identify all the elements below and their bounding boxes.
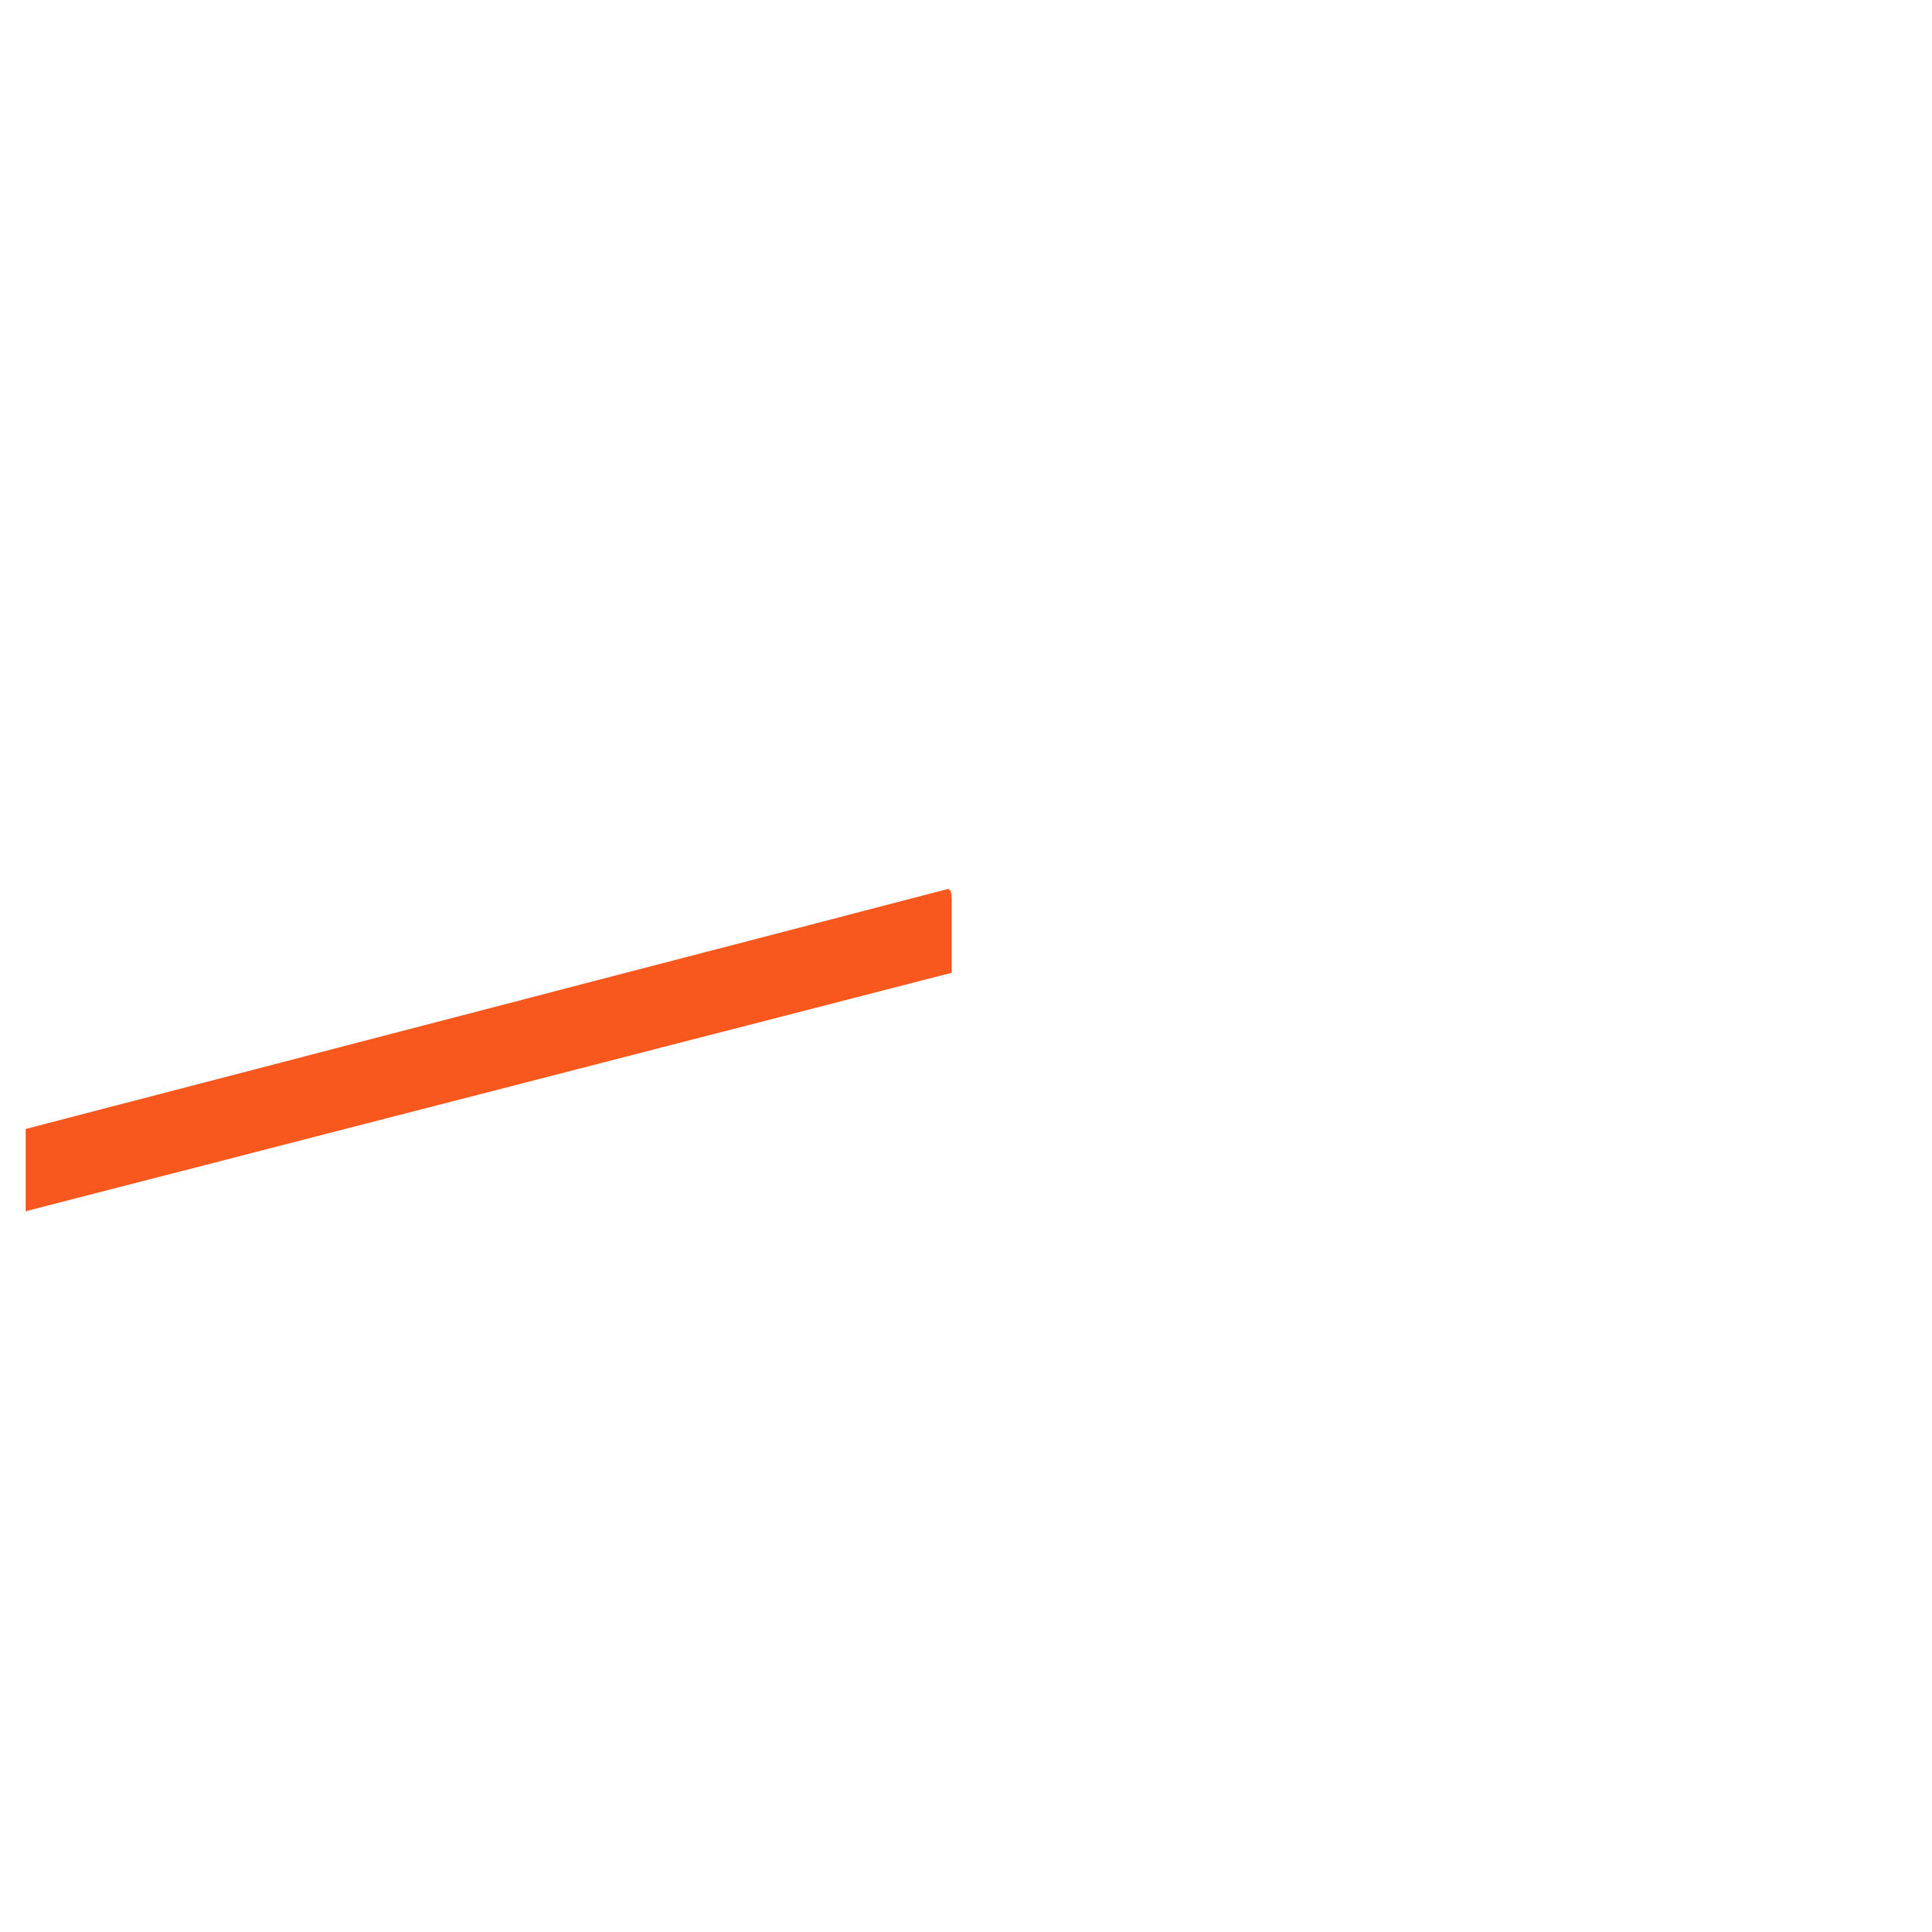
orange-diagonal-band [26, 889, 952, 1211]
